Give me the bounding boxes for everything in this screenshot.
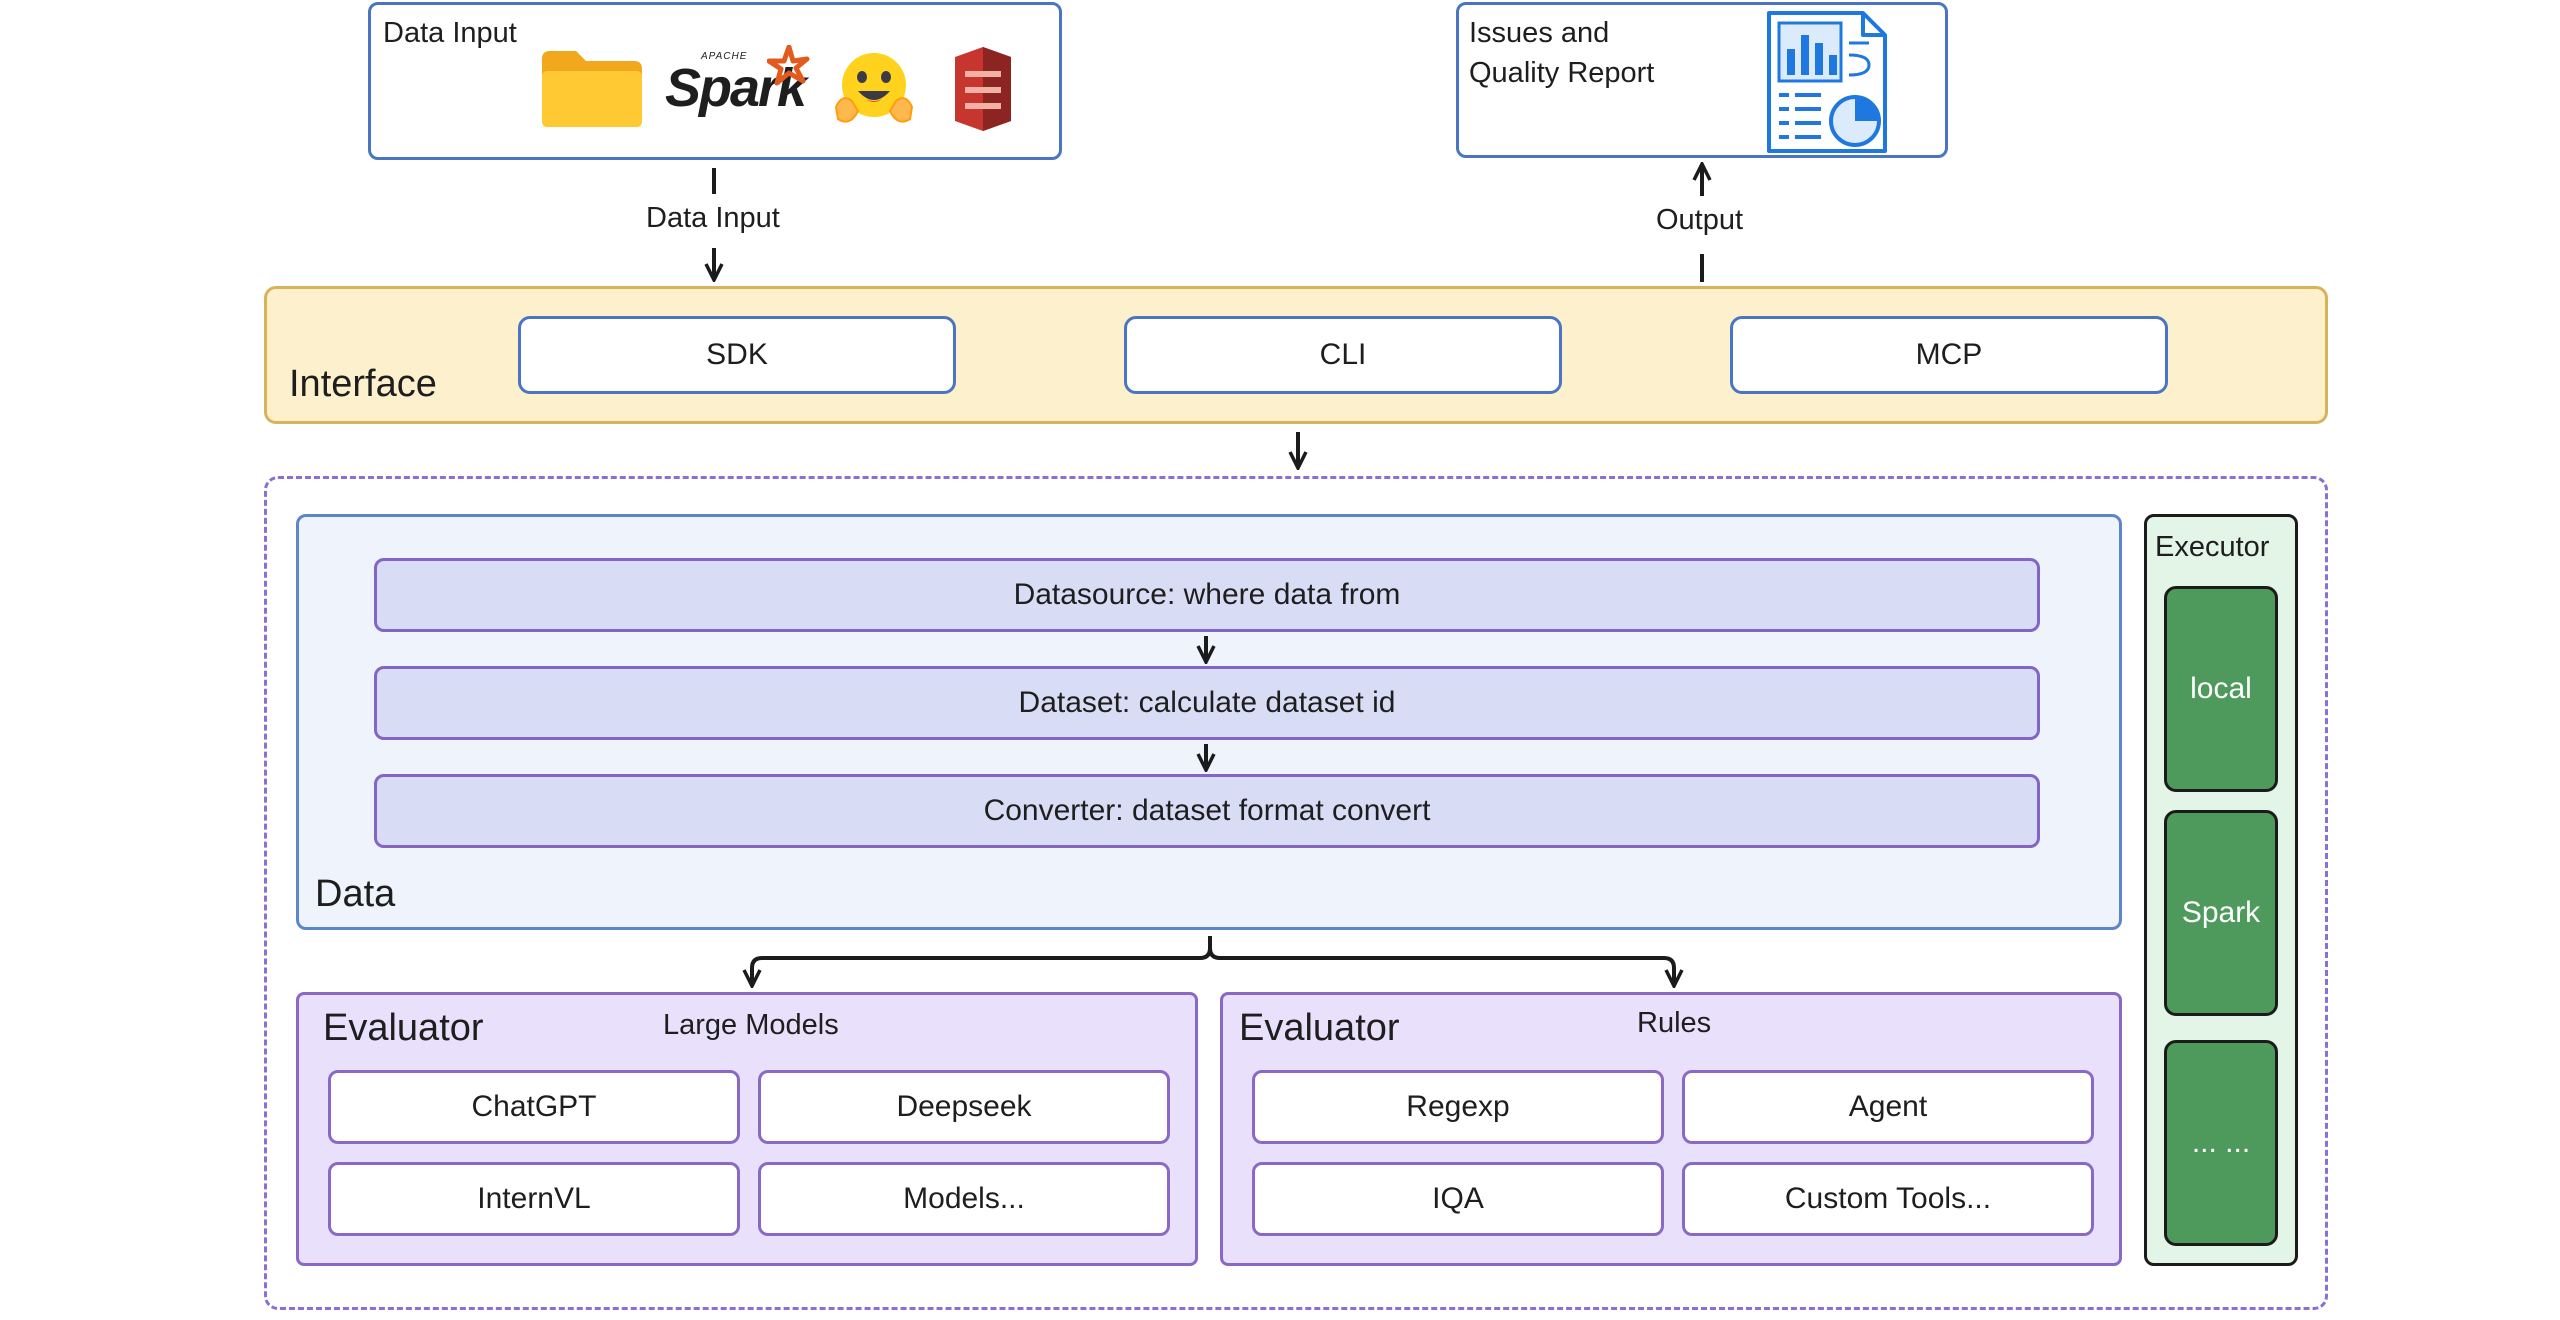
report-document-icon: [1767, 11, 1887, 153]
interface-title: Interface: [289, 363, 437, 405]
rule-custom-tools[interactable]: Custom Tools...: [1682, 1162, 2094, 1236]
apache-spark-logo: APACHE Spark: [665, 45, 813, 125]
executor-title: Executor: [2155, 531, 2270, 563]
datasource-row[interactable]: Datasource: where data from: [374, 558, 2040, 632]
evaluator-models-title: Evaluator: [323, 1007, 484, 1049]
evaluator-rules-subtitle: Rules: [1637, 1007, 1712, 1039]
executor-more[interactable]: ... ...: [2164, 1040, 2278, 1246]
data-input-box: Data Input APACHE Spark: [368, 2, 1062, 160]
data-input-flow-label: Data Input: [646, 202, 780, 234]
quality-report-box: Issues and Quality Report: [1456, 2, 1948, 158]
dataset-row[interactable]: Dataset: calculate dataset id: [374, 666, 2040, 740]
data-input-title: Data Input: [383, 17, 517, 49]
evaluator-rules-title: Evaluator: [1239, 1007, 1400, 1049]
report-title-line1: Issues and: [1469, 17, 1610, 49]
model-deepseek[interactable]: Deepseek: [758, 1070, 1170, 1144]
report-title-line2: Quality Report: [1469, 57, 1655, 89]
spark-logo-small-text: APACHE: [701, 51, 748, 62]
core-container: [264, 476, 2328, 1310]
hugging-face-logo: [834, 53, 914, 123]
folder-icon: [542, 51, 642, 127]
executor-local[interactable]: local: [2164, 586, 2278, 792]
interface-sdk-button[interactable]: SDK: [518, 316, 956, 394]
interface-cli-button[interactable]: CLI: [1124, 316, 1562, 394]
rule-iqa[interactable]: IQA: [1252, 1162, 1664, 1236]
amazon-s3-logo: [955, 47, 1011, 131]
converter-row[interactable]: Converter: dataset format convert: [374, 774, 2040, 848]
output-flow-label: Output: [1656, 204, 1744, 236]
model-internvl[interactable]: InternVL: [328, 1162, 740, 1236]
spark-logo-word: Spark: [665, 58, 807, 118]
model-more[interactable]: Models...: [758, 1162, 1170, 1236]
data-panel-title: Data: [315, 873, 396, 915]
executor-spark[interactable]: Spark: [2164, 810, 2278, 1016]
rule-agent[interactable]: Agent: [1682, 1070, 2094, 1144]
rule-regexp[interactable]: Regexp: [1252, 1070, 1664, 1144]
spark-star-icon: [767, 45, 810, 86]
evaluator-models-subtitle: Large Models: [663, 1009, 839, 1041]
model-chatgpt[interactable]: ChatGPT: [328, 1070, 740, 1144]
interface-mcp-button[interactable]: MCP: [1730, 316, 2168, 394]
